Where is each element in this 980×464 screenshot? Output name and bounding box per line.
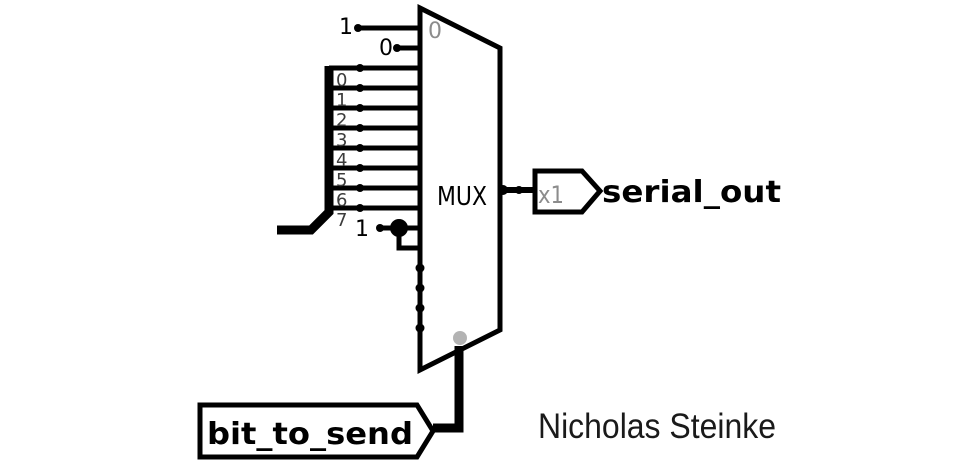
junction-dot [390, 219, 408, 237]
node-dot [356, 84, 364, 92]
bus-splitter [277, 66, 334, 235]
wire-select [433, 346, 464, 433]
mux-unused-pins [415, 263, 425, 333]
bus-bit-label-2: 2 [336, 110, 347, 131]
node-dot [356, 204, 364, 212]
node-dot [356, 124, 364, 132]
node-dot [356, 184, 364, 192]
node-dot [515, 186, 523, 194]
serial-out-label: serial_out [602, 175, 781, 210]
bus-bit-label-1: 1 [336, 90, 347, 111]
node-dot [356, 164, 364, 172]
bus-bit-label-0: 0 [336, 70, 347, 91]
node-dot [356, 144, 364, 152]
bus-bit-label-4: 4 [336, 150, 347, 171]
node-dot [376, 224, 384, 232]
pin-dot [415, 263, 425, 273]
author-credit: Nicholas Steinke [538, 407, 776, 446]
node-dot [356, 104, 364, 112]
constant-zero: 0 [379, 36, 393, 61]
serial-out-pin [532, 168, 604, 215]
mux-label: MUX [437, 182, 487, 212]
bus-bit-label-3: 3 [336, 130, 347, 151]
pin-dot [415, 303, 425, 313]
mux-pin0-index-label: 0 [428, 19, 442, 44]
node-dot [393, 44, 401, 52]
bit-to-send-pin [197, 402, 436, 460]
node-dot [354, 24, 362, 32]
splitter-bit-labels: 0 1 2 3 4 5 6 7 [336, 70, 347, 231]
bus-bit-label-6: 6 [336, 190, 347, 211]
bus-bit-label-5: 5 [336, 170, 347, 191]
bus-bit-label-7: 7 [336, 210, 347, 231]
constant-one-top: 1 [339, 15, 353, 40]
node-dot [356, 64, 364, 72]
pin-dot [415, 323, 425, 333]
output-width-label: x1 [538, 181, 564, 209]
splitter-legs [329, 64, 420, 212]
pin-dot [415, 283, 425, 293]
mux-select-pin-dot [453, 331, 467, 345]
node-dot [498, 185, 508, 195]
constant-one-mid: 1 [355, 217, 369, 242]
bit-to-send-label: bit_to_send [207, 417, 413, 452]
